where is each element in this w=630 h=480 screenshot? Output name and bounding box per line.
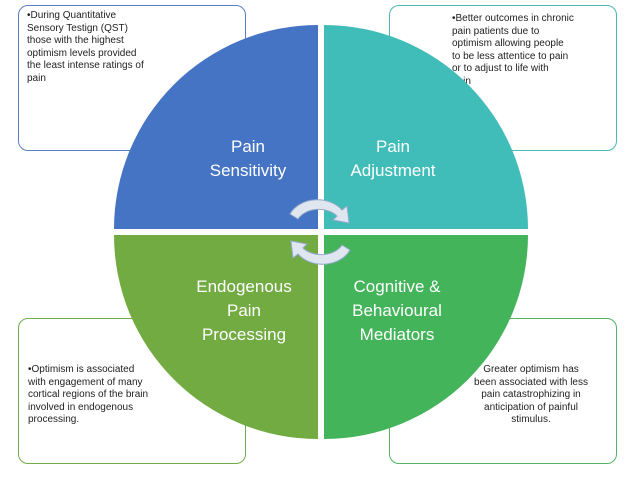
note-text: •Better outcomes in chronic pain patient…	[452, 13, 574, 87]
quadrant-pain-sensitivity	[114, 25, 318, 229]
arrow-bottom-icon	[290, 240, 351, 265]
quadrant-label-pain: Pain	[376, 137, 410, 156]
quadrant-endogenous-pain-processing	[114, 235, 318, 439]
quadrant-pain-adjustment	[324, 25, 528, 229]
quadrant-label-behavioural: Behavioural	[352, 301, 442, 320]
quadrant-label-processing: Processing	[202, 325, 286, 344]
quadrant-label-sensitivity: Sensitivity	[210, 161, 287, 180]
circular-arrows-icon	[289, 199, 351, 265]
note-text: •Optimism is associated with engagement …	[28, 364, 149, 425]
quadrant-label-pain: Pain	[227, 301, 261, 320]
quadrant-label-cognitive: Cognitive &	[354, 277, 442, 296]
quadrant-cognitive-behavioural-mediators	[324, 235, 528, 439]
quadrant-label-endogenous: Endogenous	[196, 277, 291, 296]
quadrant-label-pain: Pain	[231, 137, 265, 156]
arrow-top-icon	[289, 199, 350, 224]
quadrant-label-mediators: Mediators	[360, 325, 435, 344]
note-text: Greater optimism has been associated wit…	[474, 364, 588, 425]
note-text: •During Quantitative Sensory Testign (QS…	[27, 10, 144, 84]
quadrant-label-adjustment: Adjustment	[350, 161, 435, 180]
